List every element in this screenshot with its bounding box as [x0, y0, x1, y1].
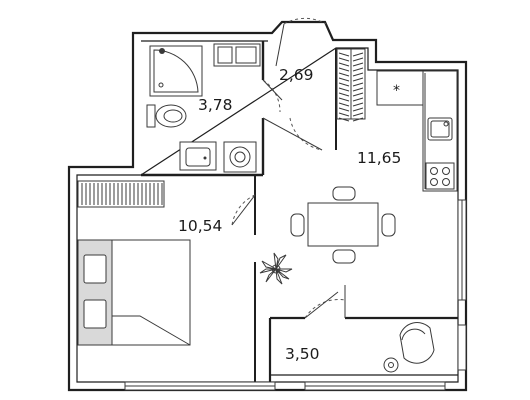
stove-icon	[425, 162, 455, 190]
plant-icon	[259, 252, 293, 285]
radiator-icon	[77, 180, 165, 208]
doors	[231, 17, 346, 319]
windows	[124, 199, 467, 391]
washing-machine-icon	[223, 141, 257, 173]
bathroom-area-label: 3,78	[198, 96, 233, 114]
fridge-icon: *	[376, 70, 424, 106]
hallway-area-label: 2,69	[279, 66, 314, 84]
shelf-icon	[213, 43, 261, 67]
balcony-area-label: 3,50	[285, 345, 320, 363]
sink-icon	[179, 141, 217, 171]
chair-icon	[290, 186, 396, 264]
wardrobe-icon	[336, 48, 366, 122]
bedroom-area-label: 10,54	[178, 217, 222, 235]
fridge-mark: *	[393, 83, 400, 99]
armchair-icon	[399, 322, 435, 364]
side-table-icon	[383, 357, 399, 373]
inner-walls	[141, 41, 458, 382]
kitchen-sink-icon	[427, 117, 453, 141]
toilet-icon	[146, 104, 187, 128]
bed-icon	[77, 239, 191, 346]
kitchen-area-label: 11,65	[357, 149, 401, 167]
dining-table-icon	[307, 202, 379, 247]
bathtub-icon	[149, 45, 203, 97]
